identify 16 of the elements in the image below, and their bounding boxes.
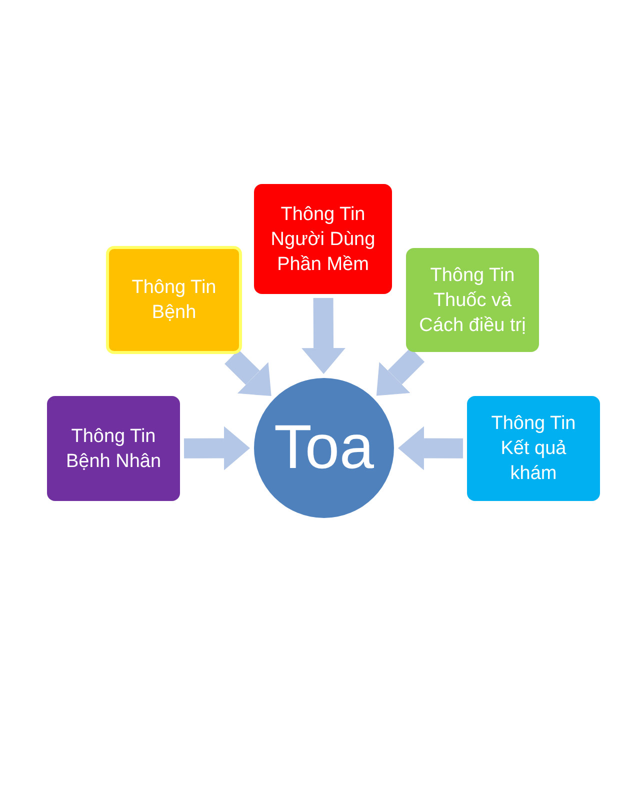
info-box	[47, 396, 180, 501]
block-arrow	[398, 426, 463, 470]
info-box	[467, 396, 600, 501]
box-text: Thông Tin Thuốc và Cách điều trị	[418, 264, 527, 338]
block-arrow	[184, 426, 250, 470]
block-arrow	[302, 298, 346, 374]
center-title: Toa	[274, 413, 374, 483]
box-text: Thông Tin Bệnh Nhân	[64, 424, 162, 474]
info-box	[406, 248, 539, 352]
info-box	[106, 246, 242, 354]
info-box	[254, 184, 392, 294]
box-text: Thông Tin Kết quả khám	[490, 412, 577, 486]
box-text: Thông Tin Bệnh	[130, 276, 218, 325]
box-text: Thông Tin Người Dùng Phần Mềm	[270, 202, 376, 276]
block-arrow	[224, 350, 272, 396]
block-arrow	[376, 348, 425, 396]
